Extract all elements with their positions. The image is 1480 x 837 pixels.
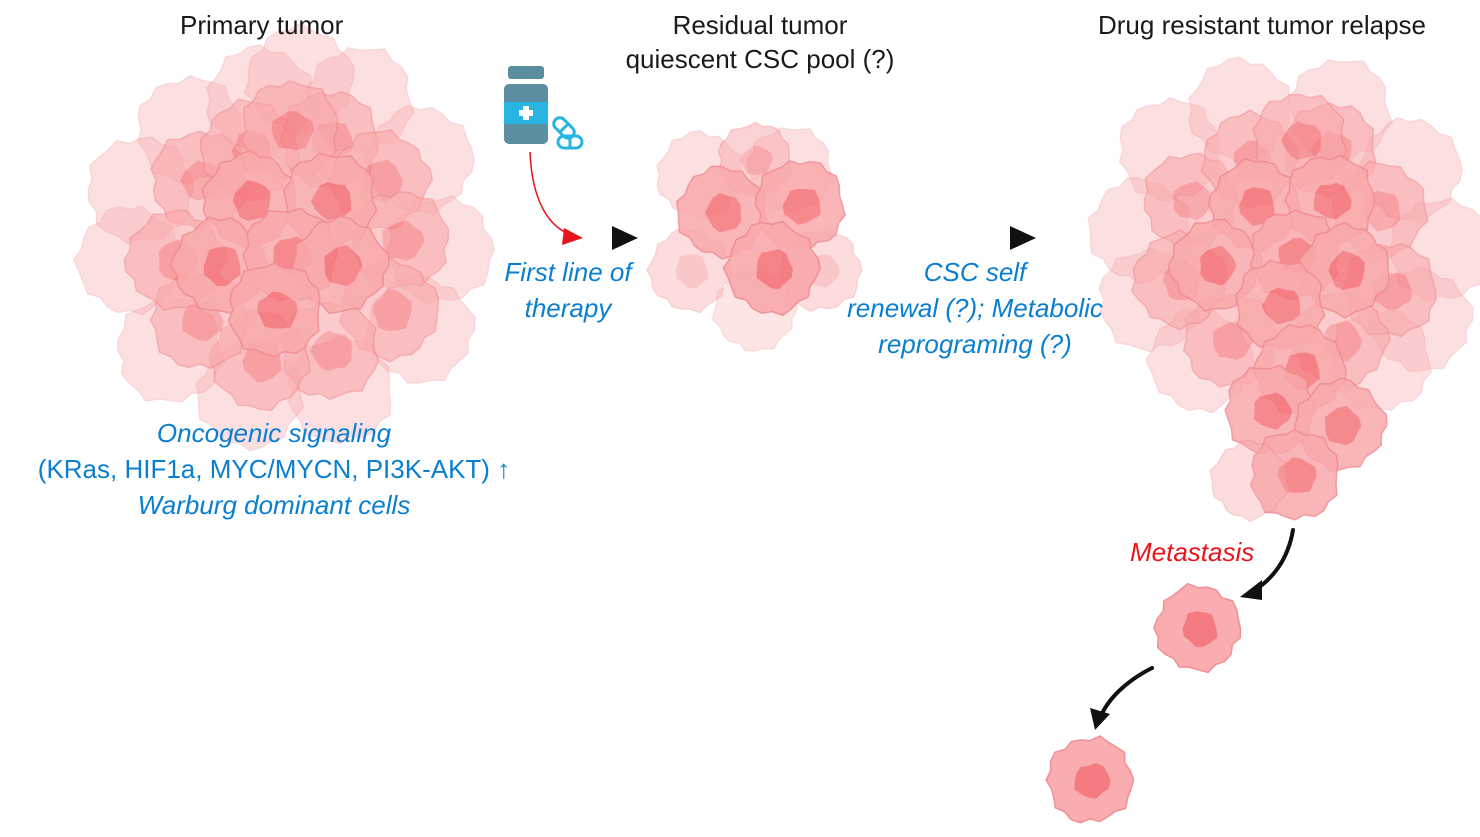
tumor-cell: [1167, 218, 1264, 312]
primary-tumor-title: Primary tumor: [180, 10, 344, 40]
cell-nucleus: [1254, 392, 1293, 430]
cell-nucleus: [324, 245, 363, 287]
metastatic-cell: [1153, 582, 1242, 674]
cell-nucleus: [382, 220, 425, 261]
therapy-label-line2: therapy: [524, 293, 612, 323]
oncogenic-line1: Oncogenic signaling: [156, 418, 392, 448]
cell-nucleus: [256, 291, 298, 329]
cell-nucleus: [1199, 245, 1237, 286]
cell-nucleus: [1328, 250, 1365, 290]
therapy-label: First line of therapy: [468, 254, 668, 326]
residual-tumor-cluster: [646, 121, 863, 352]
metastasis-arrow-2: [1090, 666, 1154, 730]
cell-nucleus: [704, 193, 742, 233]
cell-nucleus: [1277, 457, 1317, 493]
csc-label-line3: reprograming (?): [878, 329, 1072, 359]
metastasis-label: Metastasis: [1130, 537, 1255, 567]
csc-label-line1: CSC self: [923, 257, 1027, 287]
cell-nucleus: [1280, 121, 1321, 161]
relapse-tumor-title: Drug resistant tumor relapse: [1098, 10, 1427, 40]
cell-nucleus: [203, 246, 241, 287]
cell-nucleus: [1313, 183, 1352, 220]
tumor-cell: [722, 220, 822, 317]
oncogenic-line3: Warburg dominant cells: [137, 490, 411, 520]
csc-progression-arrow: [892, 226, 1036, 250]
cell-nucleus: [782, 188, 821, 225]
cell-nucleus: [1182, 611, 1218, 648]
cell-nucleus: [1324, 405, 1362, 446]
cell-nucleus: [756, 249, 793, 290]
oncogenic-genes: (KRas, HIF1a, MYC/MYCN, PI3K-AKT): [37, 454, 490, 484]
metastasis-arrow-1: [1240, 528, 1295, 600]
cell-nucleus: [309, 330, 352, 372]
cell-nucleus: [1173, 181, 1214, 221]
therapy-arrow: [492, 151, 638, 250]
tumor-cell: [1209, 439, 1291, 523]
cell-nucleus: [1238, 187, 1275, 226]
cell-nucleus: [1074, 763, 1111, 799]
therapy-label-line1: First line of: [504, 257, 632, 287]
tumor-cell: [1298, 221, 1391, 319]
cell-nucleus: [740, 145, 773, 175]
drug-icon: [504, 66, 584, 150]
oncogenic-signaling-label: Oncogenic signaling (KRas, HIF1a, MYC/MY…: [0, 415, 548, 523]
residual-title-line2: quiescent CSC pool (?): [625, 44, 895, 74]
tumor-cell: [227, 261, 321, 358]
cell-nucleus: [232, 180, 271, 221]
cell-nucleus: [1261, 287, 1301, 325]
csc-renewal-label: CSC self renewal (?); Metabolic reprogra…: [820, 254, 1130, 362]
tumor-cell: [1249, 428, 1339, 521]
relapse-tumor-cluster: [1087, 56, 1480, 523]
cell-nucleus: [676, 254, 709, 289]
cell-nucleus: [310, 182, 352, 221]
metastatic-cells: [1045, 582, 1242, 824]
cell-nucleus: [363, 159, 403, 203]
up-arrow-icon: ↑: [497, 454, 511, 484]
metastatic-cell: [1045, 735, 1135, 824]
csc-label-line2: renewal (?); Metabolic: [847, 293, 1103, 323]
oncogenic-line2: (KRas, HIF1a, MYC/MYCN, PI3K-AKT) ↑: [0, 451, 548, 487]
primary-tumor-cluster: [72, 22, 495, 452]
cell-nucleus: [372, 289, 412, 331]
cell-nucleus: [182, 301, 224, 342]
residual-tumor-title: Residual tumor quiescent CSC pool (?): [600, 8, 920, 76]
residual-title-line1: Residual tumor: [672, 10, 848, 40]
cell-nucleus: [271, 111, 315, 150]
